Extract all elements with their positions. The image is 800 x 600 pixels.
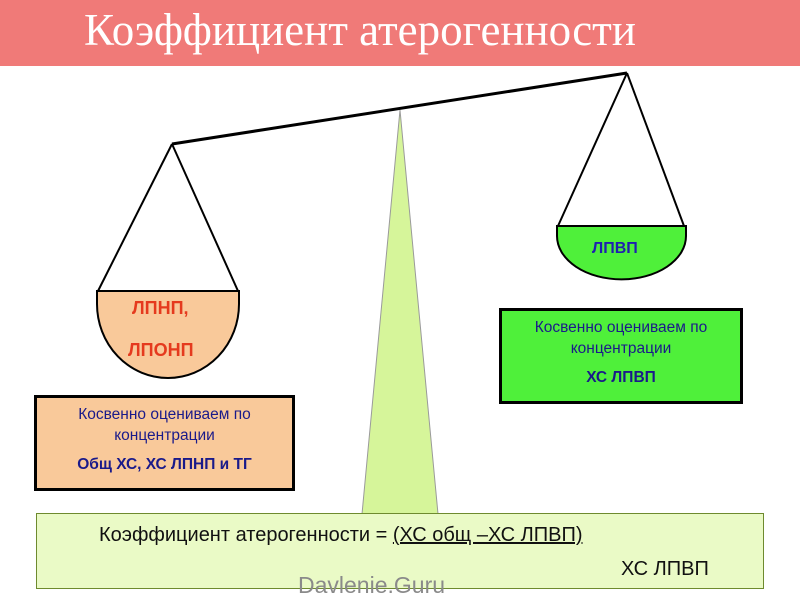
slide-title: Коэффициент атерогенности xyxy=(84,5,636,55)
formula-denominator: ХС ЛПВП xyxy=(621,558,709,580)
left-info-desc: Косвенно оцениваем по концентрации xyxy=(78,406,251,444)
formula-numerator: (ХС общ –ХС ЛПВП) xyxy=(392,524,583,546)
left-pan-string-right xyxy=(171,143,239,292)
right-pan-string-left xyxy=(557,72,628,227)
left-pan xyxy=(96,290,240,379)
watermark: Davlenie.Guru xyxy=(298,572,446,598)
right-pan-string-right xyxy=(626,72,685,227)
scale-stand xyxy=(361,109,439,515)
formula-lhs: Коэффициент атерогенности = xyxy=(99,524,393,546)
title-bar: Коэффициент атерогенности xyxy=(0,0,800,66)
left-info-box: Косвенно оцениваем по концентрации Общ Х… xyxy=(34,395,295,491)
right-pan xyxy=(556,225,687,281)
right-info-box: Косвенно оцениваем по концентрации ХС ЛП… xyxy=(499,308,743,404)
right-pan-label-hdl: ЛПВП xyxy=(592,240,638,257)
left-info-markers: Общ ХС, ХС ЛПНП и ТГ xyxy=(77,456,252,473)
left-pan-label-vldl: ЛПОНП xyxy=(128,340,194,360)
right-info-markers: ХС ЛПВП xyxy=(586,369,656,386)
formula-line: Коэффициент атерогенности = (ХС общ –ХС … xyxy=(99,524,583,547)
left-pan-string-left xyxy=(97,143,173,292)
right-info-desc: Косвенно оцениваем по концентрации xyxy=(534,319,708,357)
scale-beam xyxy=(171,71,628,146)
formula-box: Коэффициент атерогенности = (ХС общ –ХС … xyxy=(36,513,764,589)
left-pan-label-ldl: ЛПНП, xyxy=(132,298,189,318)
